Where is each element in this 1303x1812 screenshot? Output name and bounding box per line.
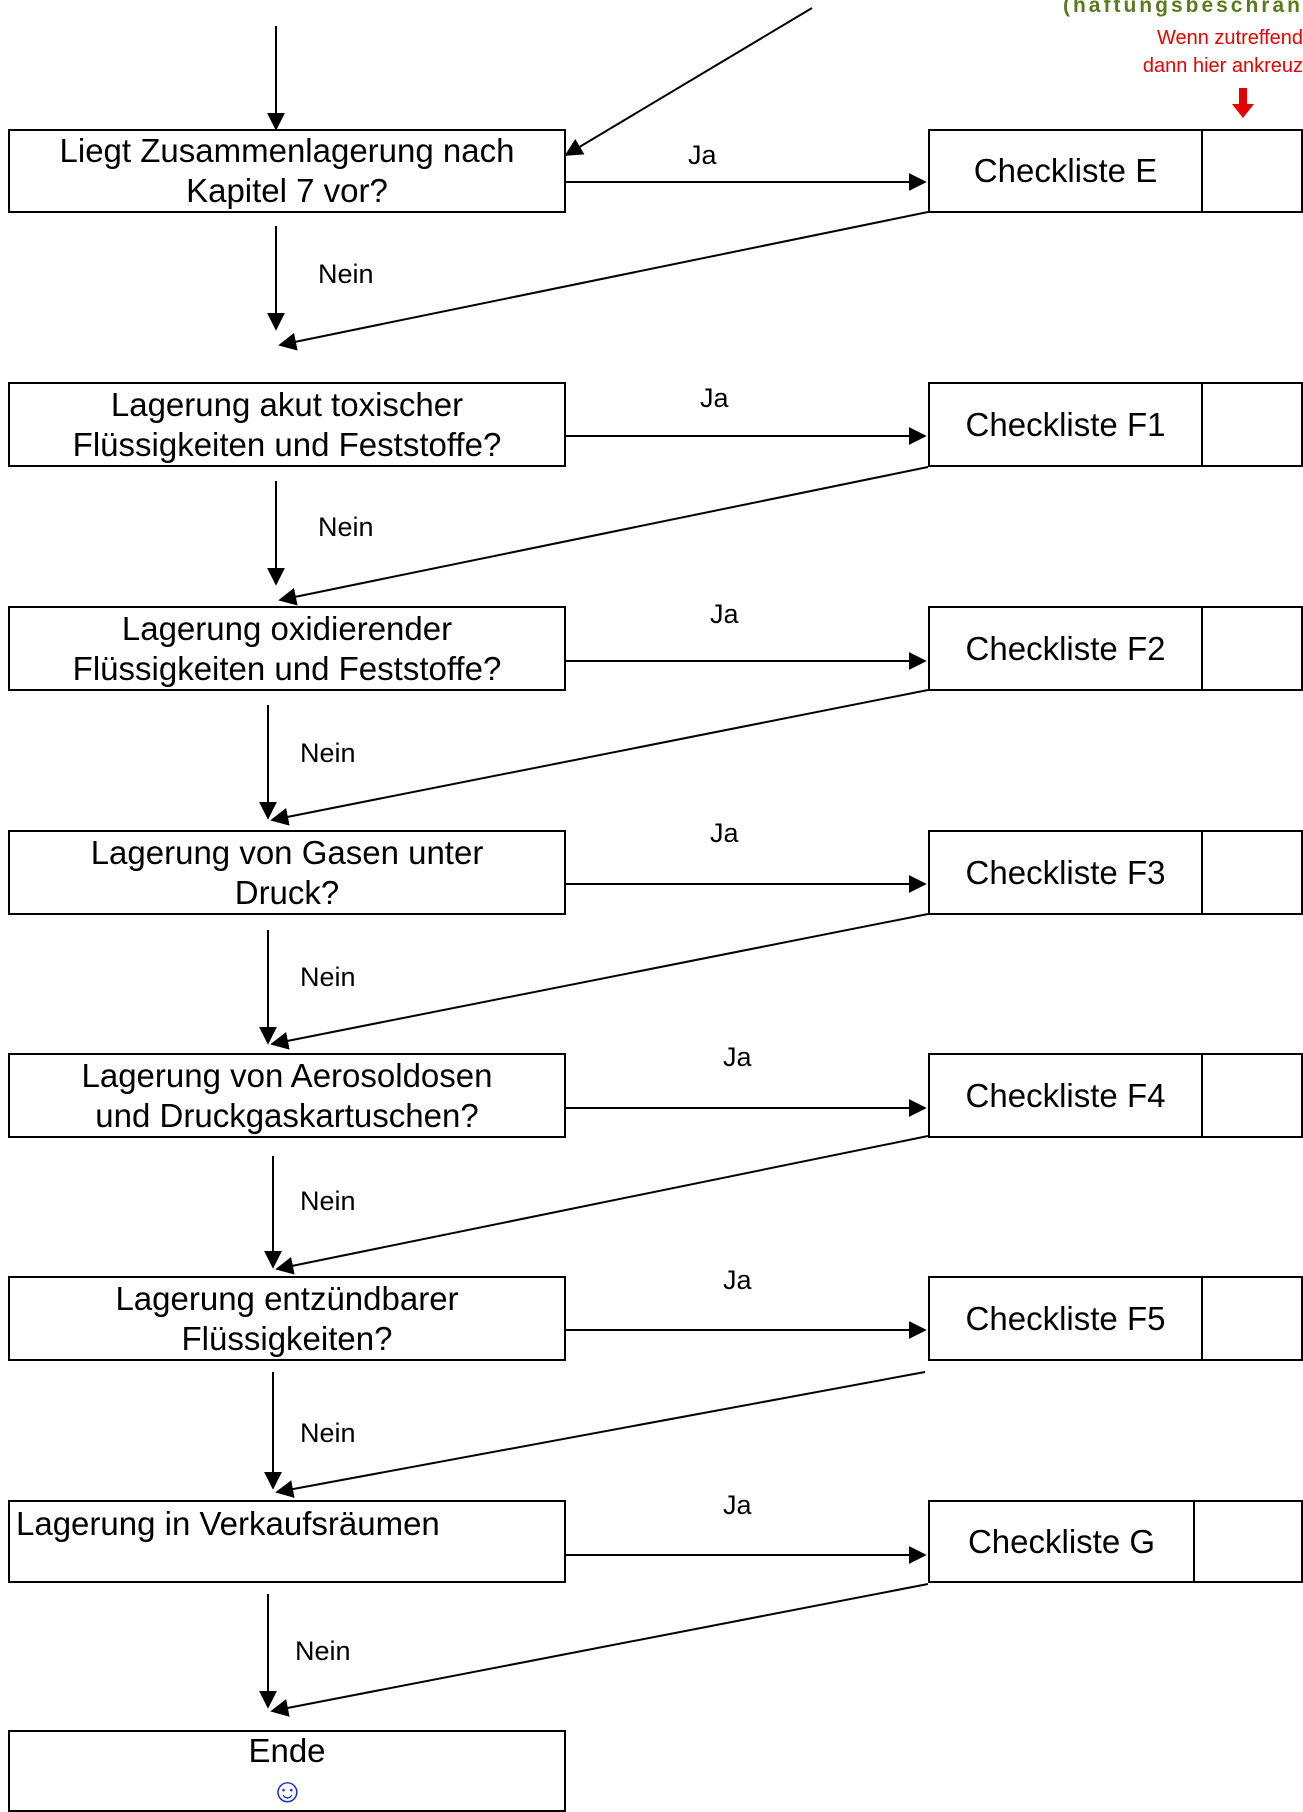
smiley-icon: ☺ <box>270 1772 305 1810</box>
no-label-4: Nein <box>300 962 356 992</box>
yes-label-2: Ja <box>700 383 729 413</box>
yes-label-6: Ja <box>723 1265 752 1295</box>
checklist-label-g: Checkliste G <box>930 1502 1195 1581</box>
question-box-7: Lagerung in Verkaufsräumen <box>8 1500 566 1583</box>
yes-label-3: Ja <box>710 599 739 629</box>
checklist-box-e: Checkliste E <box>928 129 1303 213</box>
question-text-2: Lagerung akut toxischer Flüssigkeiten un… <box>72 385 502 463</box>
question-text-1: Liegt Zusammenlagerung nach Kapitel 7 vo… <box>59 132 515 209</box>
red-down-arrow-icon <box>1232 88 1254 118</box>
return-arrow-1 <box>278 211 929 351</box>
checklist-label-f3: Checkliste F3 <box>930 832 1203 913</box>
checklist-label-e: Checkliste E <box>930 131 1203 211</box>
return-arrow-6 <box>275 1371 926 1498</box>
checklist-checkbox-f5[interactable] <box>1203 1278 1301 1359</box>
checklist-checkbox-f4[interactable] <box>1203 1055 1301 1136</box>
question-text-7: Lagerung in Verkaufsräumen <box>16 1505 440 1542</box>
yes-label-1: Ja <box>688 140 717 170</box>
checklist-checkbox-f2[interactable] <box>1203 608 1301 689</box>
checklist-checkbox-e[interactable] <box>1203 131 1301 211</box>
checklist-label-f5: Checkliste F5 <box>930 1278 1203 1359</box>
checklist-checkbox-f1[interactable] <box>1203 384 1301 465</box>
no-label-1: Nein <box>318 259 374 289</box>
checklist-checkbox-f3[interactable] <box>1203 832 1301 913</box>
entry-arrow-diagonal <box>564 7 813 156</box>
question-box-5: Lagerung von Aerosoldosen und Druckgaska… <box>8 1053 566 1138</box>
checklist-box-f5: Checkliste F5 <box>928 1276 1303 1361</box>
yes-label-4: Ja <box>710 818 739 848</box>
checkbox-hint-line2: dann hier ankreuz <box>1142 55 1303 77</box>
no-label-6: Nein <box>300 1418 356 1448</box>
no-label-5: Nein <box>300 1186 356 1216</box>
end-text: Ende☺ <box>248 1732 326 1810</box>
checklist-box-f3: Checkliste F3 <box>928 830 1303 915</box>
yes-label-7: Ja <box>723 1490 752 1520</box>
question-text-4: Lagerung von Gasen unter Druck? <box>90 833 484 911</box>
question-text-6: Lagerung entzündbarer Flüssigkeiten? <box>115 1279 459 1357</box>
question-text-3: Lagerung oxidierender Flüssigkeiten und … <box>72 609 502 687</box>
checklist-box-f2: Checkliste F2 <box>928 606 1303 691</box>
no-label-3: Nein <box>300 738 356 768</box>
checklist-label-f2: Checkliste F2 <box>930 608 1203 689</box>
header-title: (haftungsbeschrän <box>1062 0 1303 17</box>
checklist-box-f1: Checkliste F1 <box>928 382 1303 467</box>
checklist-checkbox-g[interactable] <box>1195 1502 1301 1581</box>
end-box: Ende☺ <box>8 1730 566 1812</box>
return-arrow-3 <box>270 689 929 826</box>
yes-label-5: Ja <box>723 1042 752 1072</box>
question-box-2: Lagerung akut toxischer Flüssigkeiten un… <box>8 382 566 467</box>
no-label-7: Nein <box>295 1636 351 1666</box>
question-box-3: Lagerung oxidierender Flüssigkeiten und … <box>8 606 566 691</box>
question-box-4: Lagerung von Gasen unter Druck? <box>8 830 566 915</box>
return-arrow-2 <box>278 466 929 606</box>
no-label-2: Nein <box>318 512 374 542</box>
question-text-5: Lagerung von Aerosoldosen und Druckgaska… <box>81 1056 493 1134</box>
question-box-1: Liegt Zusammenlagerung nach Kapitel 7 vo… <box>8 129 566 213</box>
checklist-label-f1: Checkliste F1 <box>930 384 1203 465</box>
question-box-6: Lagerung entzündbarer Flüssigkeiten? <box>8 1276 566 1361</box>
return-arrow-5 <box>275 1135 929 1275</box>
return-arrow-7 <box>270 1583 929 1717</box>
checkbox-hint-line1: Wenn zutreffend <box>1156 27 1303 49</box>
checklist-label-f4: Checkliste F4 <box>930 1055 1203 1136</box>
return-arrow-4 <box>270 913 929 1050</box>
checklist-box-f4: Checkliste F4 <box>928 1053 1303 1138</box>
checklist-box-g: Checkliste G <box>928 1500 1303 1583</box>
